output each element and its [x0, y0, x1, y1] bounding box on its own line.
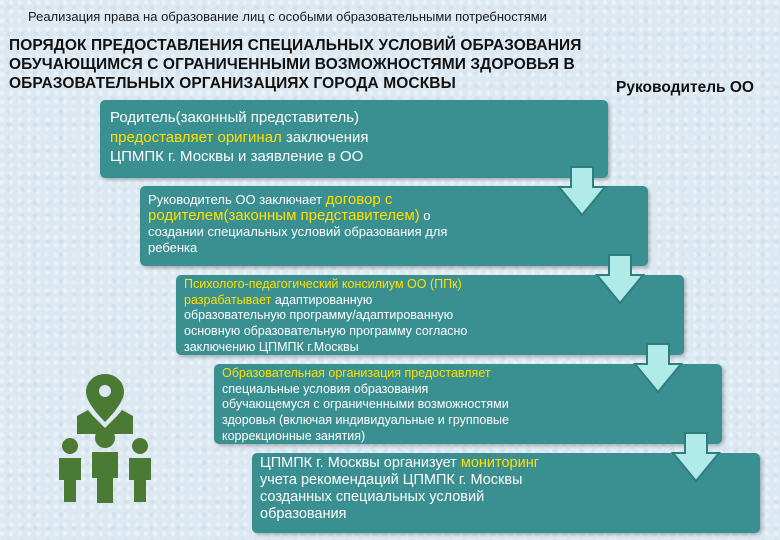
step-2-box: Руководитель ОО заключает договор с роди…: [140, 186, 648, 266]
heading-line-2: ОБУЧАЮЩИМСЯ С ОГРАНИЧЕННЫМИ ВОЗМОЖНОСТЯМ…: [9, 56, 575, 73]
step-2-line-1: Руководитель ОО заключает договор с: [148, 192, 640, 208]
step-4-line-1: Образовательная организация предоставляе…: [222, 366, 491, 380]
step-4-line-5: коррекционные занятия): [222, 428, 366, 443]
slide-title: Реализация права на образование лиц с ос…: [28, 9, 547, 24]
step-3-box: Психолого-педагогический консилиум ОО (П…: [176, 275, 684, 355]
step-1-text: заключения: [281, 128, 369, 146]
step-2-line-2: родителем(законным представителем) о: [148, 208, 640, 224]
step-3-highlight: разрабатывает: [184, 292, 272, 307]
step-1-line-2: предоставляет оригинал заключения: [110, 128, 598, 148]
heading-line-1: ПОРЯДОК ПРЕДОСТАВЛЕНИЯ СПЕЦИАЛЬНЫХ УСЛОВ…: [9, 37, 582, 54]
step-3-line-1: Психолого-педагогический консилиум ОО (П…: [184, 277, 462, 291]
down-arrow-icon: [670, 432, 722, 483]
step-1-box: Родитель(законный представитель) предост…: [100, 100, 608, 178]
step-5-text: ЦПМПК г. Москвы организует: [260, 455, 461, 471]
step-2-text: Руководитель ОО заключает: [148, 192, 326, 207]
step-3-line-4: основную образовательную программу согла…: [184, 324, 468, 339]
people-location-icon: [59, 374, 151, 503]
step-3-line-2: разрабатывает адаптированную: [184, 293, 676, 309]
heading-line-3: ОБРАЗОВАТЕЛЬНЫХ ОРГАНИЗАЦИЯХ ГОРОДА МОСК…: [9, 75, 456, 92]
step-5-line-4: образования: [260, 506, 347, 522]
page-heading: ПОРЯДОК ПРЕДОСТАВЛЕНИЯ СПЕЦИАЛЬНЫХ УСЛОВ…: [9, 36, 709, 93]
step-2-highlight-2: родителем(законным представителем): [148, 207, 420, 224]
down-arrow-icon: [632, 343, 684, 394]
role-label: Руководитель ОО: [616, 79, 754, 96]
step-2-line-3: создании специальных условий образования…: [148, 224, 448, 239]
step-3-line-3: образовательную программу/адаптированную: [184, 308, 454, 323]
step-5-line-1: ЦПМПК г. Москвы организует мониторинг: [260, 455, 752, 472]
down-arrow-icon: [594, 254, 646, 305]
step-3-line-5: заключению ЦПМПК г.Москвы: [184, 339, 359, 354]
step-4-box: Образовательная организация предоставляе…: [214, 364, 722, 444]
step-2-text-2: о: [419, 208, 431, 223]
step-4-line-2: специальные условия образования: [222, 381, 429, 396]
step-5-line-3: созданных специальных условий: [260, 489, 485, 505]
step-1-line-1: Родитель(законный представитель): [110, 109, 360, 126]
down-arrow-icon: [556, 166, 608, 217]
step-4-line-4: здоровья (включая индивидуальные и групп…: [222, 413, 509, 428]
step-5-box: ЦПМПК г. Москвы организует мониторинг уч…: [252, 453, 760, 533]
step-5-line-2: учета рекомендаций ЦПМПК г. Москвы: [260, 472, 523, 488]
step-3-text: адаптированную: [271, 292, 373, 307]
step-1-line-3: ЦПМПК г. Москвы и заявление в ОО: [110, 148, 364, 165]
step-2-highlight: договор с: [325, 191, 393, 208]
step-4-line-3: обучающемуся с ограниченными возможностя…: [222, 397, 509, 412]
step-2-line-4: ребенка: [148, 240, 198, 255]
step-5-highlight: мониторинг: [460, 455, 540, 471]
step-1-highlight: предоставляет оригинал: [110, 128, 282, 146]
